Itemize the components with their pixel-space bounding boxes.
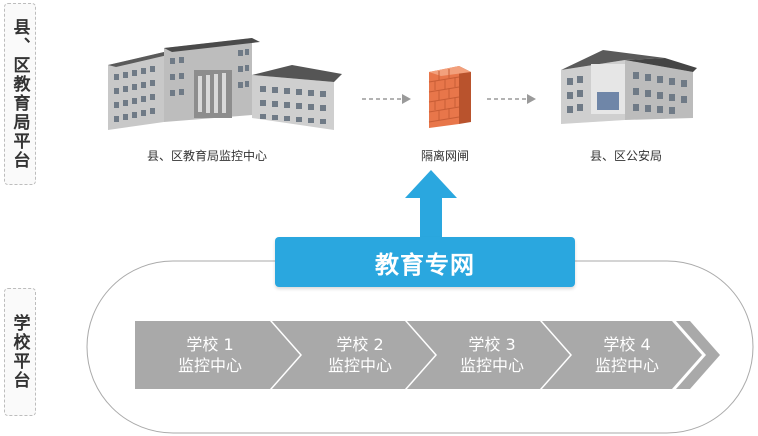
school-4-center: 监控中心 xyxy=(594,356,659,375)
school-3-center: 监控中心 xyxy=(459,356,524,375)
education-network-banner: 教育专网 xyxy=(275,237,575,287)
up-arrow-icon xyxy=(405,170,457,240)
school-4-text: 学校 4 监控中心 xyxy=(572,334,682,376)
education-network-label: 教育专网 xyxy=(375,250,475,279)
police-label: 县、区公安局 xyxy=(589,149,662,163)
school-3-text: 学校 3 监控中心 xyxy=(437,334,547,376)
school-4-chevron xyxy=(542,321,702,389)
platform-label-school: 学校平台 xyxy=(4,288,36,416)
platform-label-school-text: 学校平台 xyxy=(9,314,30,390)
school-2-name: 学校 2 xyxy=(336,335,384,354)
school-3-name: 学校 3 xyxy=(468,335,516,354)
gateway-firewall-icon xyxy=(428,66,471,128)
school-1-name: 学校 1 xyxy=(186,335,234,354)
bureau-building-icon xyxy=(108,38,342,130)
gateway-label: 隔离网闸 xyxy=(420,149,469,163)
continuation-chevron xyxy=(676,321,720,389)
school-2-chevron xyxy=(272,321,435,389)
platform-label-county-text: 县、区教育局平台 xyxy=(9,18,30,170)
police-building-icon xyxy=(561,50,697,124)
school-2-center: 监控中心 xyxy=(327,356,392,375)
school-1-text: 学校 1 监控中心 xyxy=(155,334,265,376)
school-2-text: 学校 2 监控中心 xyxy=(305,334,415,376)
school-1-chevron xyxy=(135,321,300,389)
arrow-gateway-to-police xyxy=(487,94,536,104)
platform-label-county: 县、区教育局平台 xyxy=(4,3,36,185)
school-3-chevron xyxy=(407,321,570,389)
school-4-name: 学校 4 xyxy=(603,335,651,354)
arrow-bureau-to-gateway xyxy=(362,94,411,104)
school-1-center: 监控中心 xyxy=(177,356,242,375)
bureau-label: 县、区教育局监控中心 xyxy=(146,149,267,163)
